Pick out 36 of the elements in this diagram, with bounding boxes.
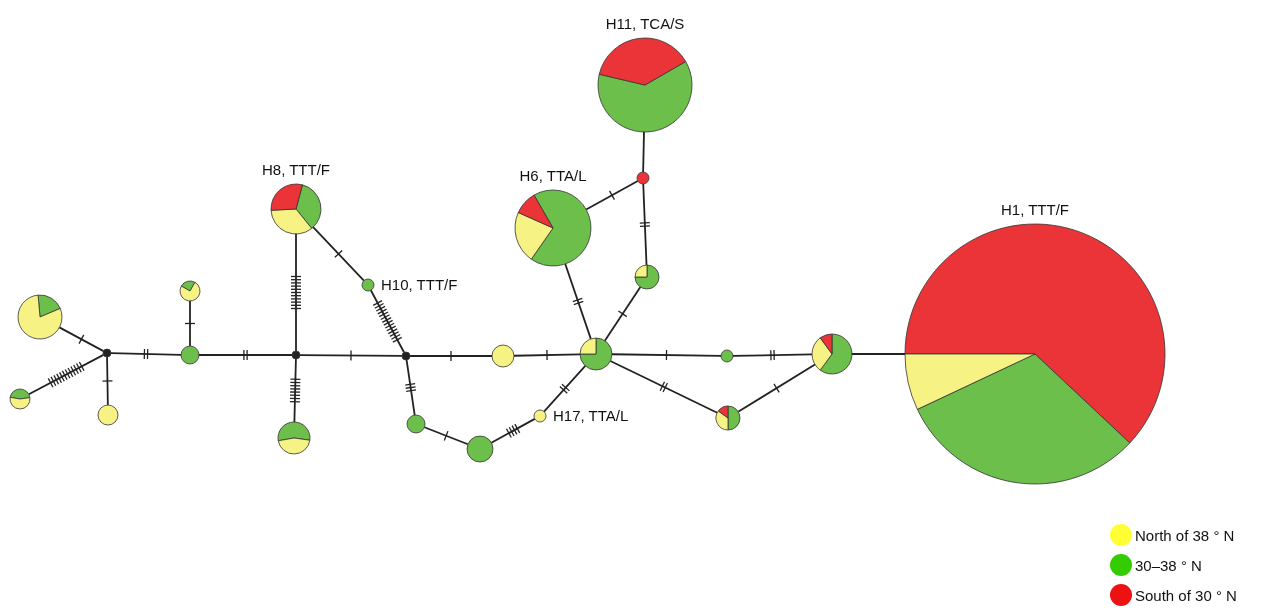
haplotype-label: H6, TTA/L — [519, 167, 587, 185]
connector-line — [293, 358, 297, 423]
connector-line — [564, 263, 592, 340]
connector-line — [851, 353, 906, 355]
legend-label: North of 38 ° N — [1135, 526, 1235, 544]
connector-line — [585, 180, 639, 211]
connector-line — [642, 131, 645, 173]
connector-line — [295, 233, 297, 352]
haplotype-label: H8, TTT/F — [261, 161, 331, 179]
connector-line — [299, 354, 403, 357]
haplotype-label: H17, TTA/L — [553, 407, 629, 425]
connector-line — [409, 355, 493, 357]
connector-line — [106, 356, 109, 406]
connector-line — [513, 353, 581, 357]
connector-line — [423, 426, 469, 446]
haplotype-label: H11, TCA/S — [605, 15, 685, 33]
connector-line — [27, 353, 105, 396]
legend-label: South of 30 ° N — [1135, 586, 1237, 604]
legend-label: 30–38 ° N — [1135, 556, 1202, 574]
haplotype-label: H1, TTT/F — [1000, 201, 1070, 219]
connector-line — [490, 418, 536, 444]
connector-line — [58, 326, 105, 352]
connector-line — [611, 353, 722, 357]
connector-line — [405, 359, 416, 416]
connector-line — [603, 286, 642, 342]
connector-line — [189, 300, 191, 347]
haplotype-label: H10, TTT/F — [381, 276, 458, 294]
connector-line — [732, 353, 813, 357]
connector-line — [543, 364, 587, 413]
connector-line — [312, 226, 365, 282]
connector-line — [609, 360, 719, 414]
connector-line — [110, 352, 182, 356]
connector-line — [642, 183, 648, 266]
connector-line — [198, 354, 293, 356]
connector-line — [737, 363, 816, 413]
connector-line — [369, 289, 405, 354]
